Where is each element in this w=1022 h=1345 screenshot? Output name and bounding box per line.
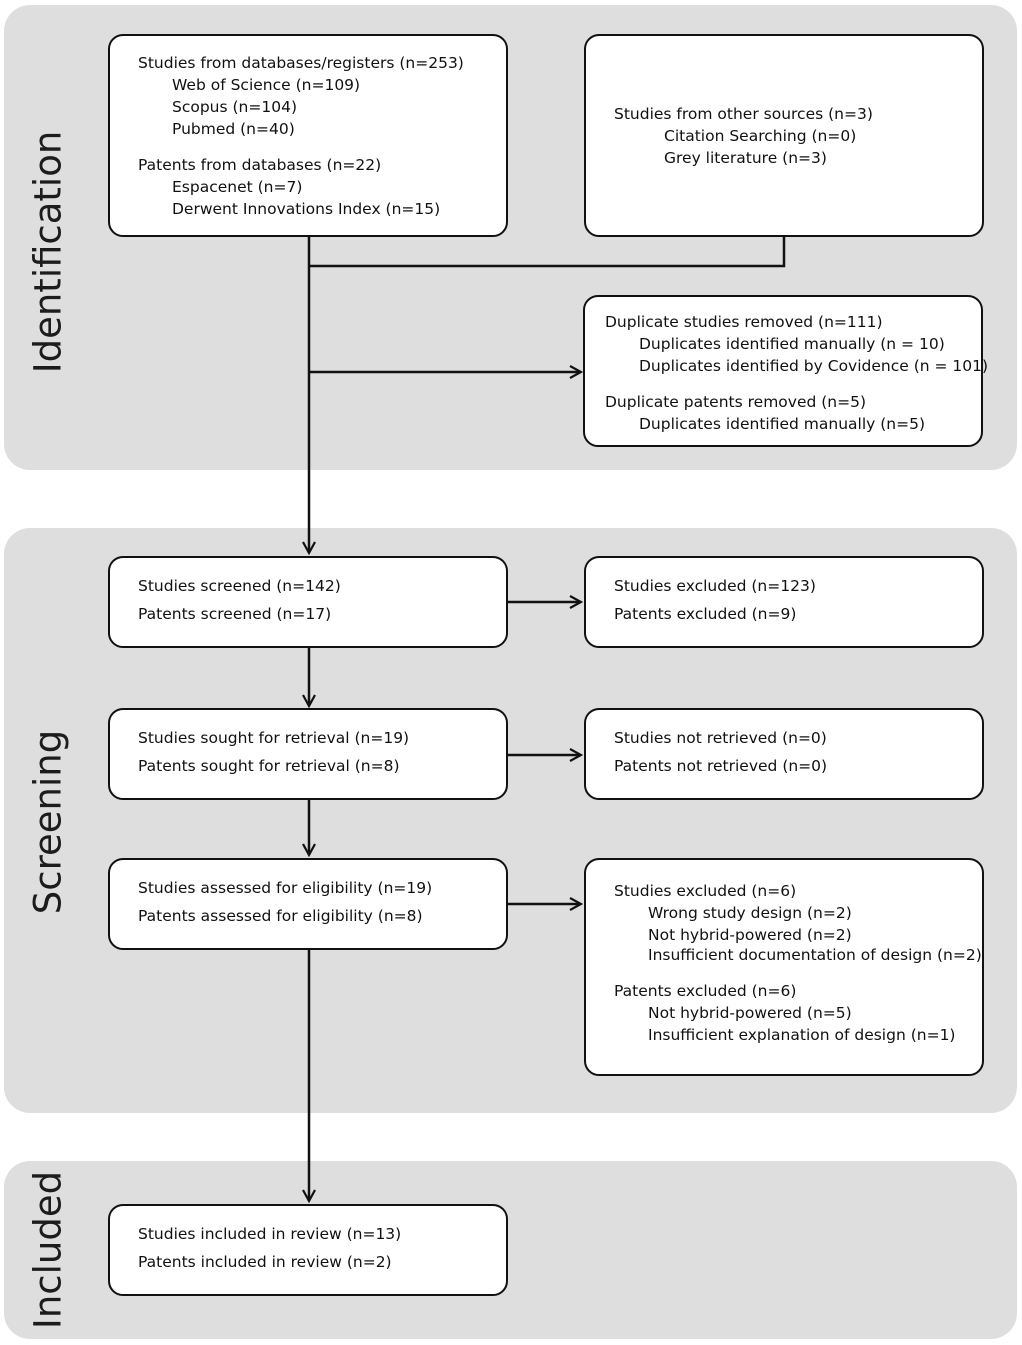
box-not-retrieved: Studies not retrieved (n=0) Patents not …: [584, 708, 984, 800]
duplicates-patents-header: Duplicate patents removed (n=5): [605, 393, 867, 411]
other-sources-item: Grey literature (n=3): [664, 148, 827, 167]
eligibility-studies: Studies assessed for eligibility (n=19): [138, 879, 433, 897]
box-other-sources: Studies from other sources (n=3) Citatio…: [584, 34, 984, 237]
excluded-eligibility-patents-item: Insufficient explanation of design (n=1): [648, 1026, 956, 1044]
databases-studies-item: Pubmed (n=40): [172, 120, 295, 138]
databases-patents-header: Patents from databases (n=22): [138, 156, 382, 174]
box-duplicates: Duplicate studies removed (n=111) Duplic…: [583, 295, 989, 447]
databases-patents-item: Espacenet (n=7): [172, 178, 303, 196]
included-patents: Patents included in review (n=2): [138, 1253, 392, 1271]
screened-studies: Studies screened (n=142): [138, 577, 341, 595]
duplicates-studies-item: Duplicates identified by Covidence (n = …: [639, 357, 989, 375]
databases-studies-item: Web of Science (n=109): [172, 76, 361, 94]
databases-patents-item: Derwent Innovations Index (n=15): [172, 200, 441, 218]
excluded-eligibility-studies-item: Wrong study design (n=2): [648, 904, 852, 922]
duplicates-studies-item: Duplicates identified manually (n = 10): [639, 335, 945, 353]
excluded-eligibility-studies-item: Insufficient documentation of design (n=…: [648, 946, 982, 964]
excluded-eligibility-studies-header: Studies excluded (n=6): [614, 882, 797, 900]
box-excluded-screening: Studies excluded (n=123) Patents exclude…: [584, 556, 984, 648]
not-retrieved-patents: Patents not retrieved (n=0): [614, 757, 828, 775]
excluded-screening-patents: Patents excluded (n=9): [614, 605, 797, 623]
excluded-screening-studies: Studies excluded (n=123): [614, 577, 816, 595]
screened-patents: Patents screened (n=17): [138, 605, 332, 623]
box-databases: Studies from databases/registers (n=253)…: [108, 34, 508, 237]
box-eligibility: Studies assessed for eligibility (n=19) …: [108, 858, 508, 950]
excluded-eligibility-patents-item: Not hybrid-powered (n=5): [648, 1004, 852, 1022]
retrieval-studies: Studies sought for retrieval (n=19): [138, 729, 410, 747]
box-screened: Studies screened (n=142) Patents screene…: [108, 556, 508, 648]
box-retrieval: Studies sought for retrieval (n=19) Pate…: [108, 708, 508, 800]
duplicates-patents-item: Duplicates identified manually (n=5): [639, 415, 926, 433]
box-excluded-eligibility: Studies excluded (n=6) Wrong study desig…: [584, 858, 984, 1076]
eligibility-patents: Patents assessed for eligibility (n=8): [138, 907, 423, 925]
other-sources-item: Citation Searching (n=0): [664, 126, 857, 145]
excluded-eligibility-patents-header: Patents excluded (n=6): [614, 982, 797, 1000]
databases-studies-item: Scopus (n=104): [172, 98, 297, 116]
excluded-eligibility-studies-item: Not hybrid-powered (n=2): [648, 926, 852, 944]
duplicates-studies-header: Duplicate studies removed (n=111): [605, 313, 883, 331]
other-sources-header: Studies from other sources (n=3): [614, 104, 873, 123]
not-retrieved-studies: Studies not retrieved (n=0): [614, 729, 827, 747]
databases-studies-header: Studies from databases/registers (n=253): [138, 54, 464, 72]
retrieval-patents: Patents sought for retrieval (n=8): [138, 757, 400, 775]
connector-other-sources-merge: [309, 237, 786, 268]
included-studies: Studies included in review (n=13): [138, 1225, 402, 1243]
box-included: Studies included in review (n=13) Patent…: [108, 1204, 508, 1296]
